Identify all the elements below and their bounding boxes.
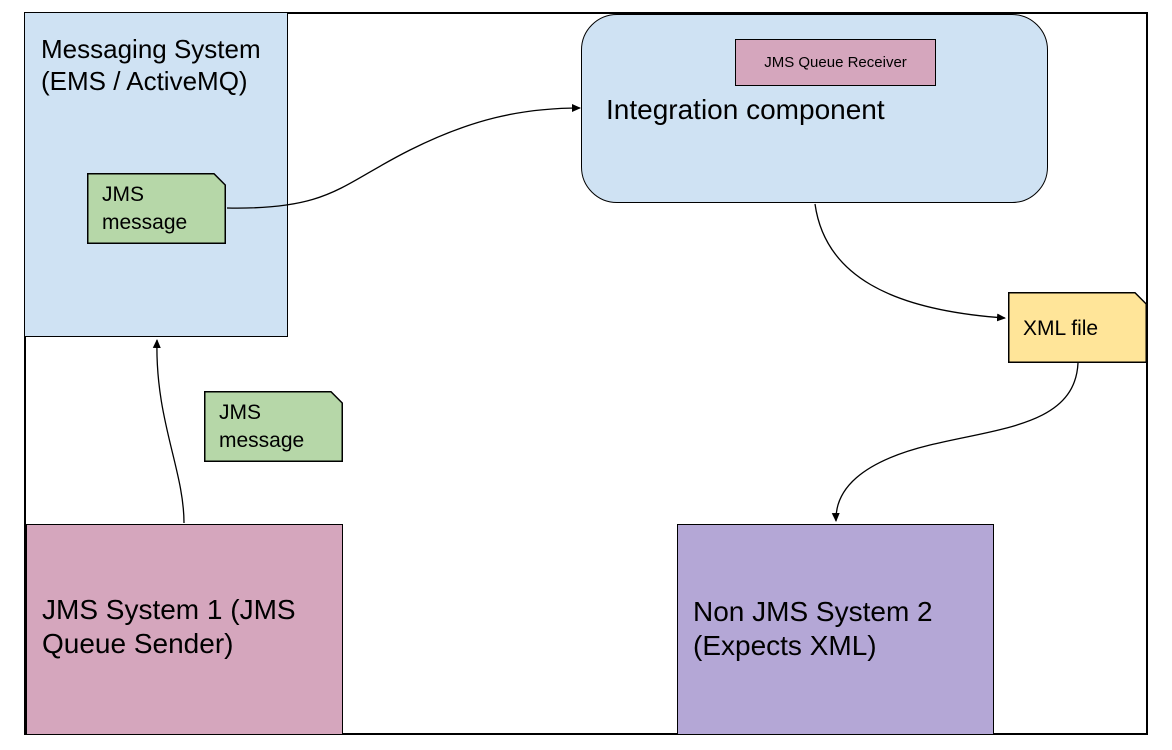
- integration-component-label: Integration component: [606, 94, 885, 125]
- jms-queue-receiver-box: JMS Queue Receiver: [735, 39, 936, 86]
- diagram-frame: [24, 12, 1148, 735]
- messaging-system-label: Messaging System (EMS / ActiveMQ): [41, 34, 261, 96]
- xml-file-document: XML file: [1008, 292, 1147, 363]
- non-jms-system-2-box: Non JMS System 2 (Expects XML): [677, 524, 994, 735]
- document-shape: [1008, 292, 1147, 363]
- non-jms-system-2-label: Non JMS System 2 (Expects XML): [693, 596, 933, 661]
- jms-system-1-box: JMS System 1 (JMS Queue Sender): [26, 524, 343, 735]
- document-shape: [204, 391, 343, 462]
- jms-message-queued-label: JMS message: [102, 183, 188, 234]
- jms-queue-receiver-label: JMS Queue Receiver: [764, 54, 907, 71]
- jms-message-queued-document: JMS message: [87, 173, 226, 244]
- document-shape: [87, 173, 226, 244]
- jms-message-sent-label: JMS message: [219, 401, 305, 452]
- xml-file-label: XML file: [1023, 317, 1099, 340]
- jms-message-sent-document: JMS message: [204, 391, 343, 462]
- jms-system-1-label: JMS System 1 (JMS Queue Sender): [42, 594, 296, 659]
